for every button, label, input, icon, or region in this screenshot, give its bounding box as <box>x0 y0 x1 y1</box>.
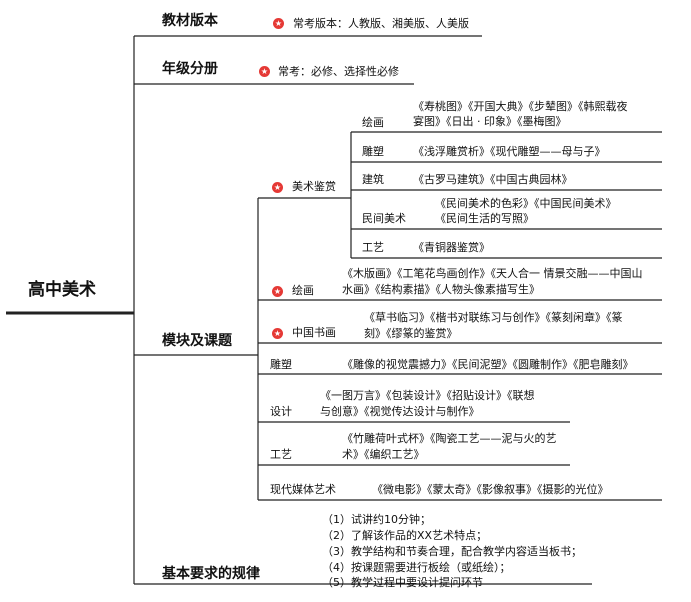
sculpture-content: 《雕像的视觉震撼力》《民间泥塑》《圆雕制作》《肥皂雕刻》 <box>342 358 634 371</box>
appreciation-item-content: 宴图》《日出 · 印象》《墨梅图》 <box>413 115 567 128</box>
design-label: 设计 <box>270 405 292 418</box>
star-icon: ★ <box>259 66 270 77</box>
painting-label: 绘画 <box>292 284 314 297</box>
sculpture-label: 雕塑 <box>270 358 292 371</box>
appreciation-item-content: 《古罗马建筑》《中国古典园林》 <box>413 173 573 186</box>
root-topic: 高中美术 <box>28 280 96 300</box>
appreciation-item-content: 《青铜器鉴赏》 <box>413 241 490 254</box>
requirement-item: （4）按课题需要进行板绘（或纸绘）； <box>322 561 511 574</box>
branch-grade-volume: 年级分册 <box>162 61 218 77</box>
appreciation-item-content: 《浅浮雕赏析》《现代雕塑——母与子》 <box>413 145 606 158</box>
star-icon: ★ <box>272 328 283 339</box>
appreciation-item-label: 民间美术 <box>362 212 406 225</box>
textbook-note: 常考版本：人教版、湘美版、人美版 <box>293 17 469 30</box>
media-content: 《微电影》《蒙太奇》《影像叙事》《摄影的光位》 <box>372 483 609 496</box>
craft-content: 术》《编织工艺》 <box>342 448 425 461</box>
star-icon: ★ <box>272 286 283 297</box>
media-label: 现代媒体艺术 <box>270 483 336 496</box>
appreciation-item-content: 《寿桃图》《开国大典》《步辇图》《韩熙载夜 <box>413 100 628 113</box>
calligraphy-content: 刻》《缪篆的鉴赏》 <box>364 327 458 340</box>
appreciation-item-label: 雕塑 <box>362 145 384 158</box>
painting-content: 水画》《结构素描》《人物头像素描写生》 <box>342 283 540 296</box>
star-icon: ★ <box>273 18 284 29</box>
requirement-item: （3）教学结构和节奏合理，配合教学内容适当板书； <box>322 545 582 558</box>
design-content: 《一图万言》《包装设计》《招贴设计》《联想 <box>320 389 535 402</box>
appreciation-item-content: 《民间生活的写照》 <box>435 212 534 225</box>
grade-note: 常考：必修、选择性必修 <box>278 65 399 78</box>
calligraphy-content: 《草书临习》《楷书对联练习与创作》《篆刻闲章》《篆 <box>364 311 623 324</box>
craft-content: 《竹雕荷叶式杯》《陶瓷工艺——泥与火的艺 <box>342 432 557 445</box>
appreciation-item-label: 建筑 <box>362 173 384 186</box>
appreciation-item-content: 《民间美术的色彩》《中国民间美术》 <box>435 197 617 210</box>
appreciation-label: 美术鉴赏 <box>292 180 336 193</box>
appreciation-item-label: 绘画 <box>362 116 384 129</box>
appreciation-item-label: 工艺 <box>362 241 384 254</box>
painting-content: 《木版画》《工笔花鸟画创作》《天人合一 情景交融——中国山 <box>342 267 643 280</box>
requirement-item: （1）试讲约10分钟； <box>322 513 431 526</box>
design-content: 与创意》《视觉传达设计与制作》 <box>320 405 480 418</box>
requirement-item: （5）教学过程中要设计提问环节 <box>322 576 483 589</box>
requirement-item: （2）了解该作品的XX艺术特点； <box>322 529 488 542</box>
branch-textbook-version: 教材版本 <box>162 13 218 29</box>
star-icon: ★ <box>272 182 283 193</box>
branch-modules: 模块及课题 <box>162 333 232 349</box>
calligraphy-label: 中国书画 <box>292 326 336 339</box>
craft-label: 工艺 <box>270 448 292 461</box>
branch-basic-requirements: 基本要求的规律 <box>162 566 260 582</box>
